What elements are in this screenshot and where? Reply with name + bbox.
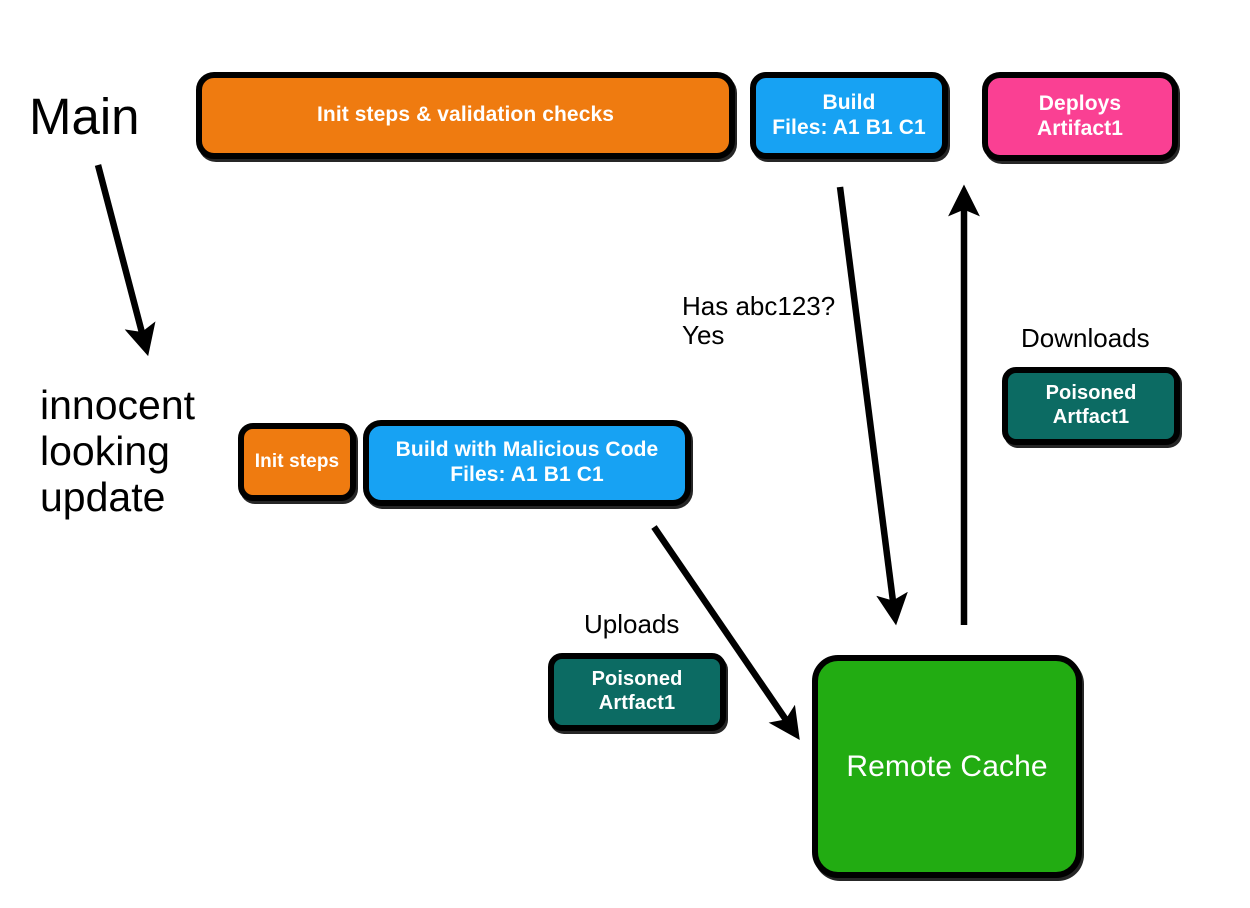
- arrow-main-to-update: [94, 164, 156, 357]
- node-poisoned-artifact-downloaded[interactable]: Poisoned Artfact1: [1002, 367, 1180, 445]
- node-init-steps[interactable]: Init steps: [238, 423, 356, 501]
- node-build-main[interactable]: Build Files: A1 B1 C1: [750, 72, 948, 159]
- annotation-cache-query: Has abc123? Yes: [682, 291, 836, 351]
- node-poisoned-artifact-uploaded[interactable]: Poisoned Artfact1: [548, 653, 726, 731]
- branch-label-main: Main: [29, 88, 140, 145]
- node-remote-cache[interactable]: Remote Cache: [812, 655, 1082, 878]
- branch-label-innocent-update: innocent looking update: [40, 382, 196, 520]
- annotation-uploads: Uploads: [584, 609, 680, 639]
- node-deploys-artifact[interactable]: Deploys Artifact1: [982, 72, 1178, 161]
- node-init-steps-and-validation-checks[interactable]: Init steps & validation checks: [196, 72, 735, 159]
- node-build-with-malicious-code[interactable]: Build with Malicious Code Files: A1 B1 C…: [363, 420, 691, 506]
- annotation-downloads: Downloads: [1021, 323, 1150, 353]
- arrow-build-main-to-cache: [836, 186, 908, 626]
